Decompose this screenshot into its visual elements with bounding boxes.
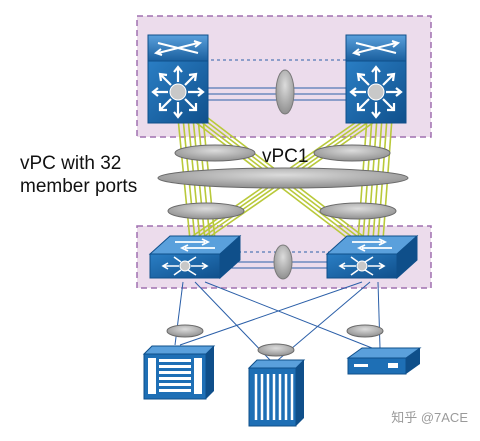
vpc1-ellipse	[157, 167, 409, 189]
watermark-text: 知乎 @7ACE	[391, 410, 468, 425]
access-switch-right-icon	[326, 235, 418, 279]
vpc-member-ports-line1: vPC with 32	[20, 153, 122, 174]
vpc-ellipse-right-bottom	[319, 202, 397, 220]
vpc-member-ports-label: vPC with 32 member ports	[20, 152, 190, 198]
core-switch-left-icon	[146, 33, 210, 125]
vpc-member-ports-line2: member ports	[20, 176, 138, 197]
vpc-ellipse-left-top	[174, 144, 256, 162]
rack-appliance-icon	[346, 347, 422, 375]
server-uplinks	[174, 281, 381, 361]
access-switch-left-icon	[149, 235, 241, 279]
access-peer-link-ellipse	[273, 244, 293, 280]
server3-port-channel-ellipse	[346, 324, 384, 338]
vpc-ellipse-left-bottom	[167, 202, 245, 220]
vpc1-label: vPC1	[262, 146, 309, 167]
core-peer-link-ellipse	[275, 69, 295, 115]
core-switch-right-icon	[344, 33, 408, 125]
rack-server-icon	[247, 359, 306, 427]
server2-port-channel-ellipse	[257, 343, 295, 357]
blade-server-icon	[142, 345, 216, 400]
server1-port-channel-ellipse	[166, 324, 204, 338]
vpc-ellipse-right-top	[313, 144, 391, 162]
